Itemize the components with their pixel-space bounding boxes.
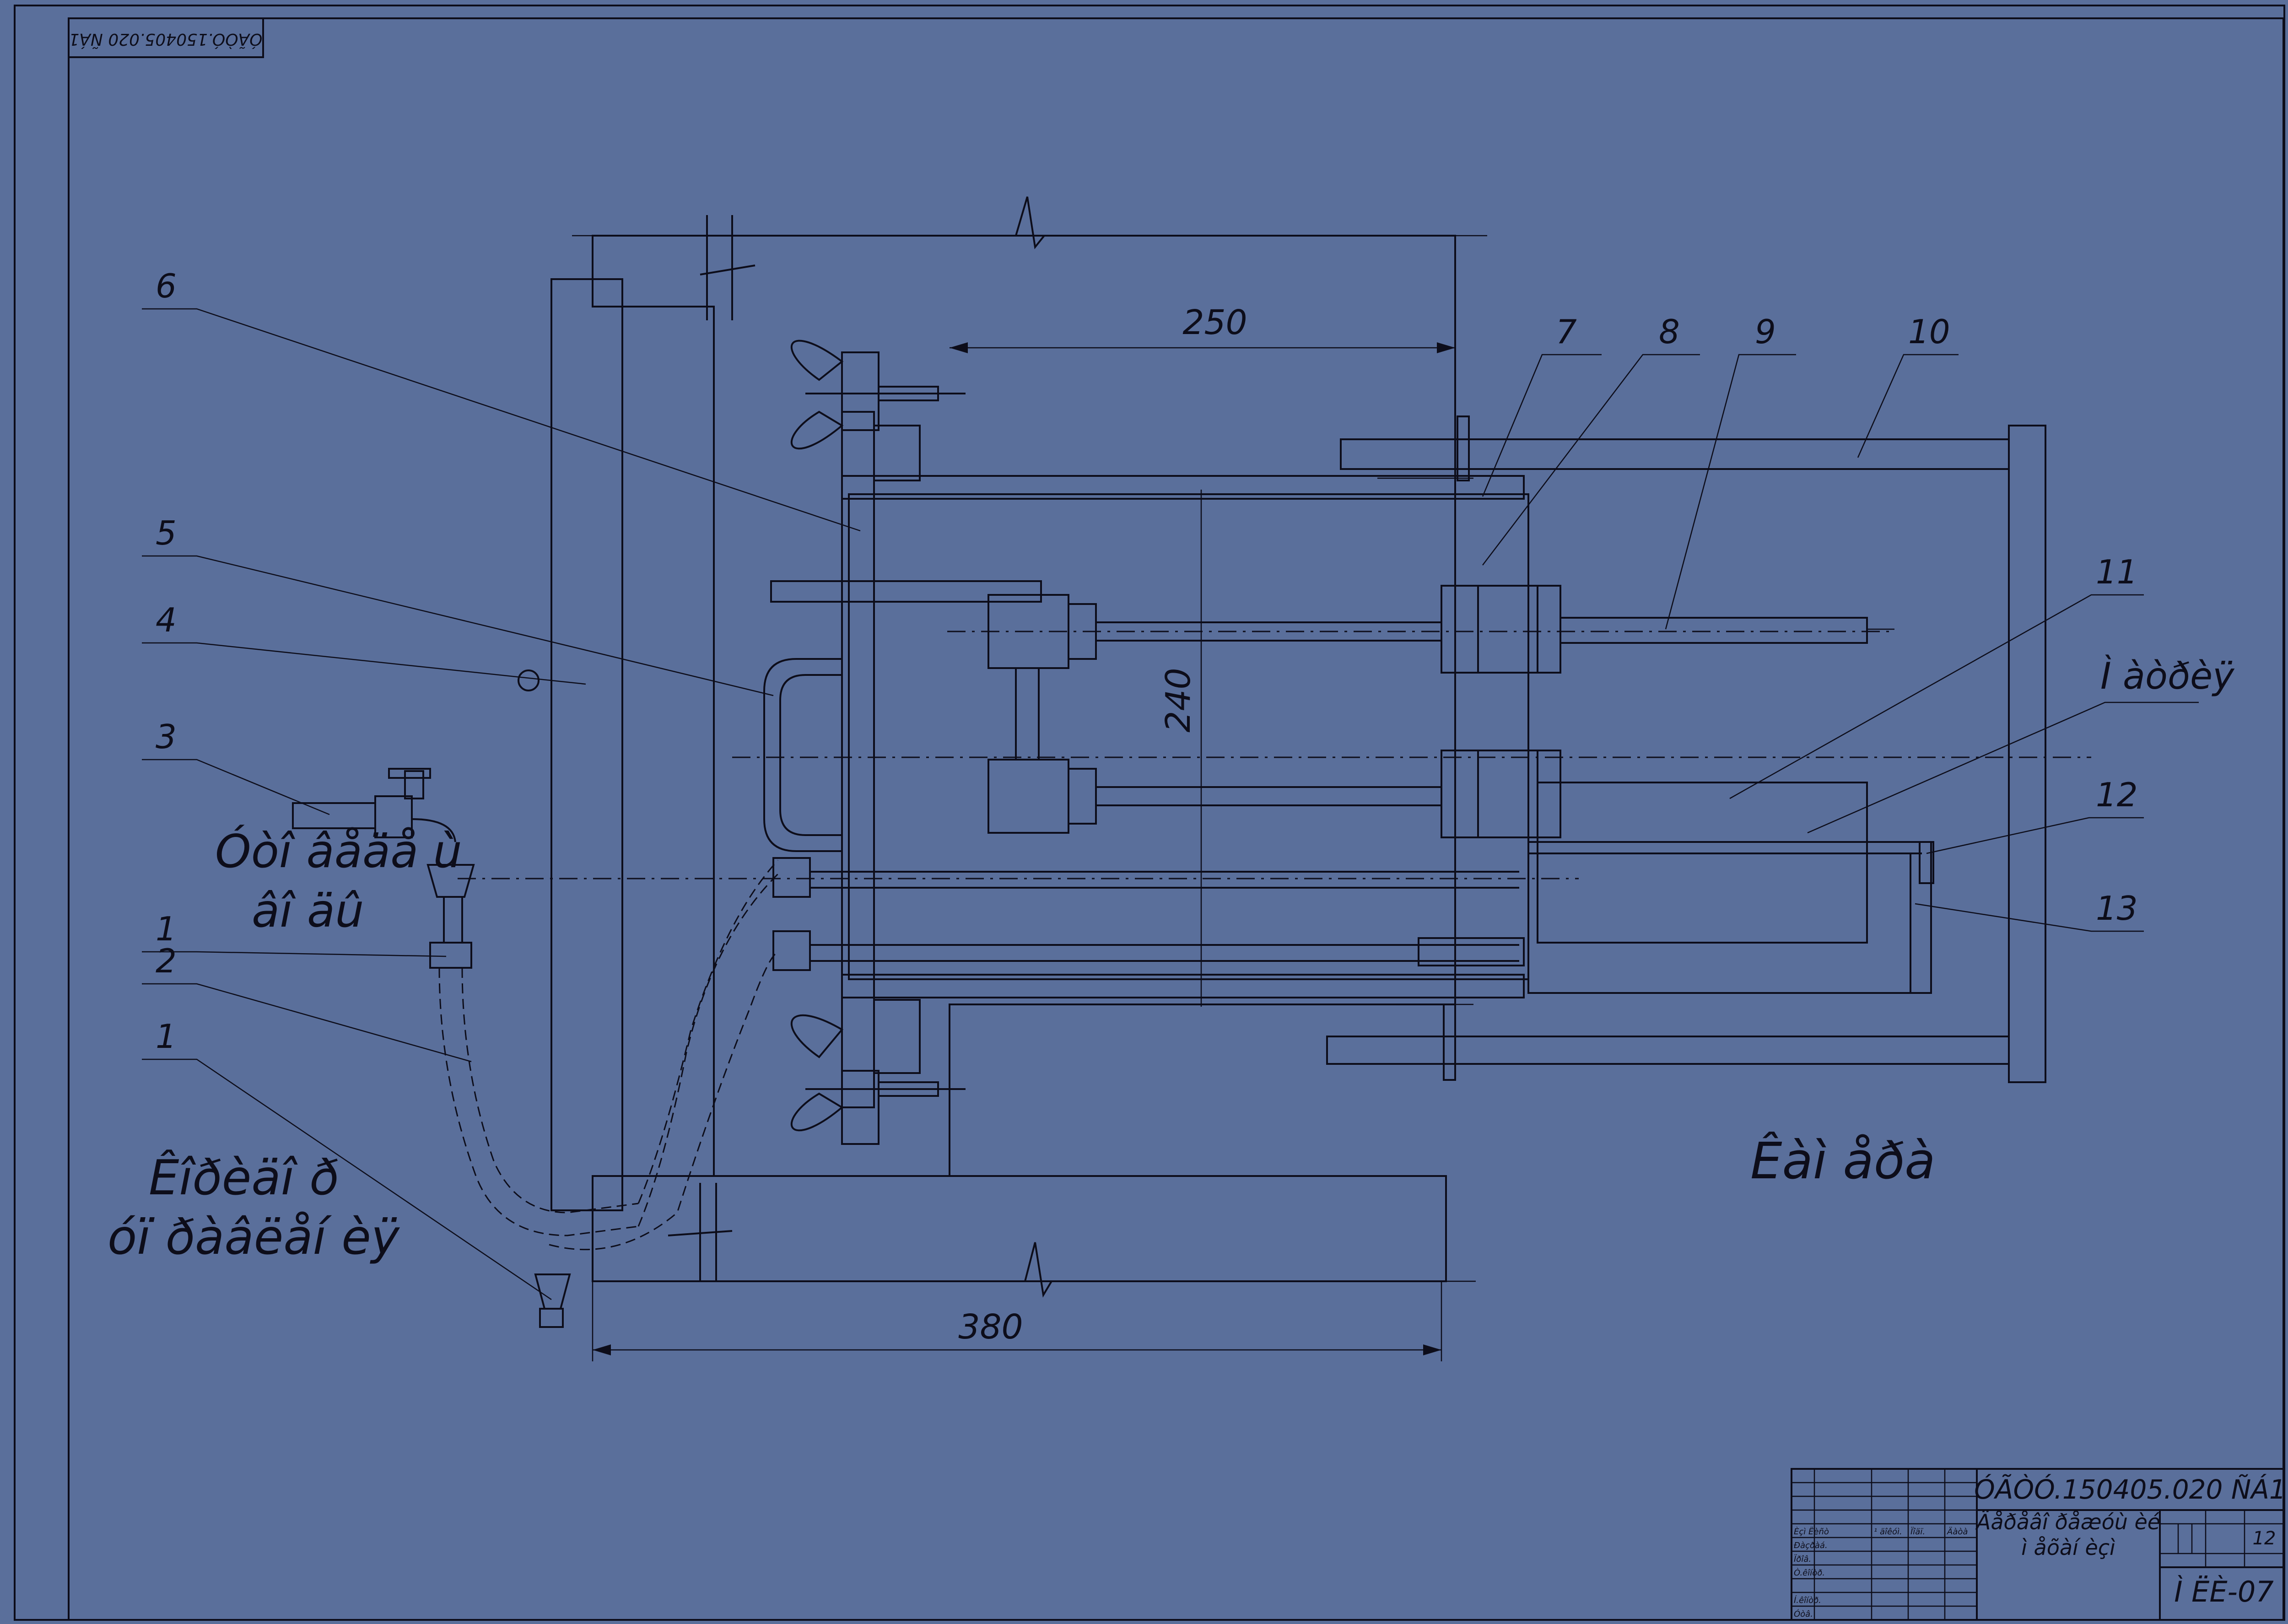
label-matrix: Ì àòðèÿ [2100, 654, 2235, 697]
title-block-cell-7: Ò.êîíòð. [1794, 1568, 1825, 1578]
callout-3: 3 [156, 718, 177, 756]
title-block-cell-9: Óòâ. [1794, 1609, 1813, 1619]
title-name-line1: Äåðåâî ðåæóù èé [1975, 1510, 2160, 1534]
chamber-body [770, 411, 1529, 1108]
corner-stamp-box [68, 17, 264, 58]
callout-2: 2 [156, 942, 177, 980]
title-designation: ÓÃÒÓ.150405.020 ÑÁ1 [1974, 1473, 2286, 1505]
label-chamber: Êàì åðà [1750, 1131, 1936, 1190]
title-block-cell-5: Ðàçðàá. [1794, 1541, 1828, 1550]
title-block-cell-1: Èçì Ëèñò [1794, 1527, 1829, 1537]
svg-text:380: 380 [958, 1307, 1023, 1347]
callout-10: 10 [1908, 313, 1950, 351]
wing-nut-bottom [790, 1014, 966, 1145]
title-name-line2: ì åõàí èçì [2021, 1535, 2115, 1560]
door-handle [763, 658, 842, 852]
label-control-1: Êîðèäî ð [149, 1149, 339, 1206]
corner-stamp-text: ÓÃÒÓ.150405.020 ÑÁ1 [69, 30, 262, 49]
label-control-2: óï ðàâëåí èÿ [108, 1209, 400, 1265]
title-sheet-number: 12 [2253, 1528, 2276, 1549]
callout-6: 6 [156, 267, 177, 305]
callout-1b: 1 [156, 1017, 177, 1056]
title-block-cell-6: Ïðîâ. [1794, 1554, 1811, 1564]
title-block-cell-8: Í.êîíòð. [1794, 1595, 1821, 1605]
title-block [1791, 1468, 2284, 1621]
dimension-380: 380 [592, 1281, 1442, 1361]
title-block-cell-4: Äàòà [1947, 1527, 1968, 1537]
title-block-cell-3: Ïîäï. [1910, 1527, 1925, 1537]
callout-7: 7 [1556, 313, 1577, 351]
outer-frame [14, 5, 2285, 1621]
callout-4: 4 [156, 601, 177, 639]
support-frame [1326, 415, 2046, 1083]
callout-9: 9 [1755, 313, 1776, 351]
title-group: Ì ËÈ-07 [2174, 1575, 2274, 1608]
water-piping [292, 669, 779, 1328]
callout-leaders [142, 308, 2199, 1300]
callout-12: 12 [2096, 776, 2138, 814]
electrode-assembly [772, 585, 1894, 971]
wing-nut-top [790, 340, 966, 450]
label-water-supply-1: Óòî âåäå ù [215, 825, 462, 878]
dimension-240: 240 [1159, 668, 1198, 732]
matrix-block [1527, 782, 1934, 994]
callout-1a: 1 [156, 910, 177, 948]
inner-frame [68, 17, 2284, 1621]
wall-section [550, 196, 1487, 1298]
dimension-250: 250 [950, 303, 1455, 353]
callout-13: 13 [2096, 889, 2138, 928]
callout-8: 8 [1659, 313, 1680, 351]
title-block-cell-2: ¹ äîêóì. [1874, 1527, 1902, 1537]
callout-11: 11 [2096, 553, 2138, 591]
label-water-supply-2: âî äû [252, 884, 364, 938]
svg-text:250: 250 [1182, 303, 1247, 342]
callout-5: 5 [156, 514, 177, 552]
